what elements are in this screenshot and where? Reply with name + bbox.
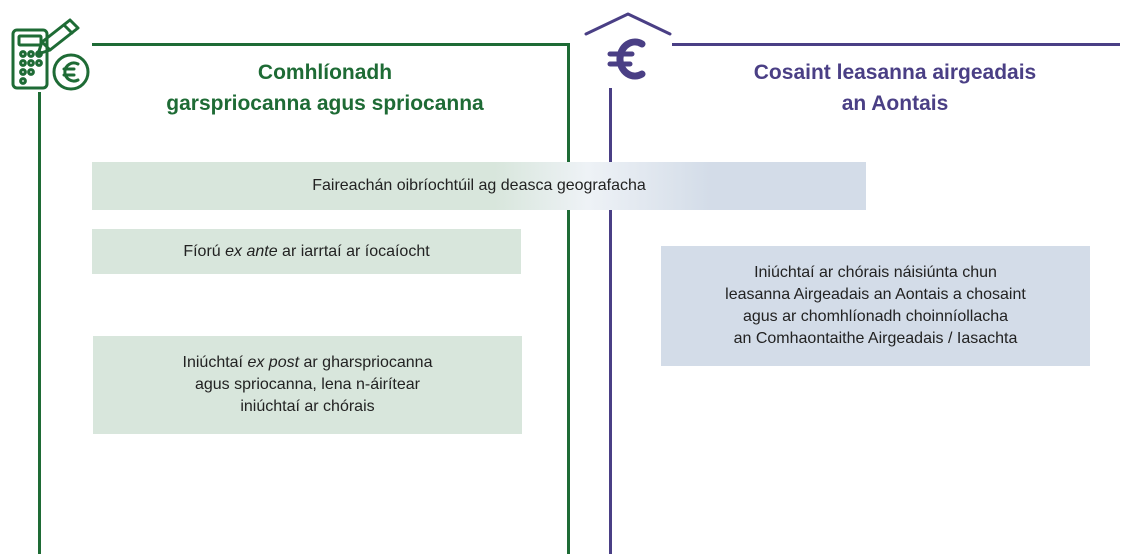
euro-house-icon: [584, 12, 672, 80]
right-panel-title: Cosaint leasanna airgeadais an Aontais: [753, 61, 1037, 115]
green-panel-left-border: [38, 92, 41, 554]
ex-post-label: Iniúchtaí ex post ar gharspriocanna agus…: [182, 354, 433, 415]
left-panel-title: Comhlíonadh garspriocanna agus spriocann…: [166, 61, 484, 115]
system-audits-box: Iniúchtaí ar chórais náisiúnta chun leas…: [661, 246, 1090, 366]
purple-panel-top-border: [672, 43, 1120, 46]
ex-ante-label: Fíorú ex ante ar iarrtaí ar íocaíocht: [183, 242, 430, 260]
operational-monitoring-label: Faireachán oibríochtúil ag deasca geogra…: [312, 177, 646, 194]
purple-panel-left-border: [609, 88, 612, 554]
ex-post-audits-box: Iniúchtaí ex post ar gharspriocanna agus…: [93, 336, 522, 434]
green-panel-top-border: [92, 43, 570, 46]
operational-monitoring-box: Faireachán oibríochtúil ag deasca geogra…: [92, 162, 866, 210]
green-panel-right-border: [567, 43, 570, 554]
calculator-pencil-euro-icon: [11, 18, 90, 91]
system-audits-label: Iniúchtaí ar chórais náisiúnta chun leas…: [725, 264, 1026, 347]
ex-ante-verification-box: Fíorú ex ante ar iarrtaí ar íocaíocht: [92, 229, 521, 274]
